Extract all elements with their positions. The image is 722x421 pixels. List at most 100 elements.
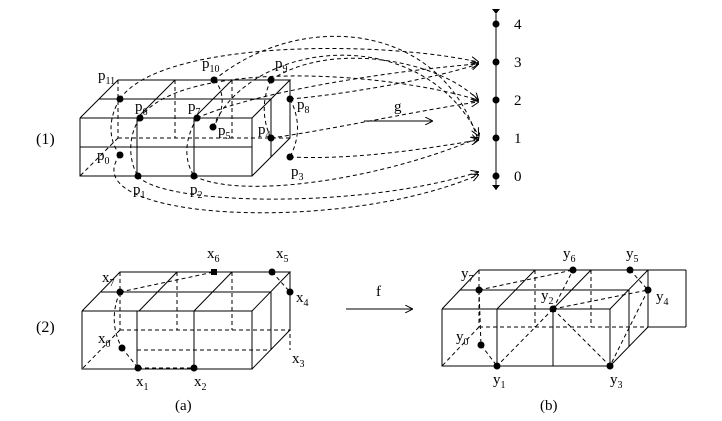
tick-label-0: 0 xyxy=(514,169,522,185)
row2a-points xyxy=(117,269,294,372)
svg-text:x2: x2 xyxy=(194,374,207,393)
label-p11-base: p xyxy=(98,68,106,84)
label-p3-base: p xyxy=(291,164,299,180)
label-y3-sub: 3 xyxy=(618,380,623,391)
panel-label-b: (b) xyxy=(540,398,558,414)
panel-label-a: (a) xyxy=(175,398,192,414)
label-p4-sub: 4 xyxy=(266,130,271,141)
label-p3-sub: 3 xyxy=(299,172,304,183)
label-x3-sub: 3 xyxy=(300,359,305,370)
svg-text:y4: y4 xyxy=(656,289,669,308)
svg-text:y3: y3 xyxy=(610,372,623,391)
point-y0 xyxy=(478,342,485,349)
label-p0-base: p xyxy=(97,148,105,164)
label-p8-base: p xyxy=(297,97,305,113)
svg-text:x1: x1 xyxy=(136,374,149,393)
label-x1-sub: 1 xyxy=(144,382,149,393)
svg-text:p3: p3 xyxy=(291,164,304,183)
point-y5 xyxy=(627,267,634,274)
row2b-labels: y0 y1 y2 y3 y4 y5 y6 y7 xyxy=(456,246,669,391)
label-p7-sub: 7 xyxy=(196,107,201,118)
label-p10-base: p xyxy=(202,56,210,72)
svg-text:p1: p1 xyxy=(133,182,146,201)
label-p11-sub: 11 xyxy=(106,76,116,87)
svg-text:p2: p2 xyxy=(190,182,203,201)
tick-label-1: 1 xyxy=(514,131,522,147)
point-x4 xyxy=(287,289,294,296)
point-x2 xyxy=(191,365,198,372)
point-y7 xyxy=(476,287,483,294)
svg-text:x0: x0 xyxy=(98,331,111,350)
tick-4 xyxy=(493,21,500,28)
point-x7 xyxy=(117,289,124,296)
svg-text:x5: x5 xyxy=(276,246,289,265)
svg-text:p5: p5 xyxy=(218,123,231,142)
label-x4-sub: 4 xyxy=(304,298,309,309)
label-p5-base: p xyxy=(218,123,226,139)
svg-text:x4: x4 xyxy=(296,290,309,309)
row1-loops xyxy=(111,80,298,176)
svg-text:p11: p11 xyxy=(98,68,115,87)
row1-label: (1) xyxy=(36,131,55,148)
number-line: 4 3 2 1 0 xyxy=(493,14,523,190)
svg-text:x7: x7 xyxy=(102,270,115,289)
label-p8-sub: 8 xyxy=(305,105,310,116)
point-x5 xyxy=(269,269,276,276)
label-y7-sub: 7 xyxy=(469,274,474,285)
label-p2-sub: 2 xyxy=(198,190,203,201)
label-p2-base: p xyxy=(190,182,198,198)
label-y4-sub: 4 xyxy=(664,297,669,308)
svg-text:y2: y2 xyxy=(541,288,554,307)
map-g-label: g xyxy=(394,99,402,115)
svg-text:p10: p10 xyxy=(202,56,220,75)
svg-text:x6: x6 xyxy=(207,246,220,265)
tick-label-2: 2 xyxy=(514,93,522,109)
label-p6-base: p xyxy=(135,99,143,115)
svg-text:y6: y6 xyxy=(563,246,576,265)
label-p1-sub: 1 xyxy=(141,190,146,201)
point-y6 xyxy=(570,267,577,274)
point-y4 xyxy=(645,287,652,294)
label-p6-sub: 6 xyxy=(143,107,148,118)
label-x2-sub: 2 xyxy=(202,382,207,393)
svg-text:y5: y5 xyxy=(626,246,639,265)
label-p1-base: p xyxy=(133,182,141,198)
label-x7-sub: 7 xyxy=(110,278,115,289)
label-y1-sub: 1 xyxy=(501,380,506,391)
map-f-label: f xyxy=(376,284,381,300)
tick-2 xyxy=(493,97,500,104)
tick-0 xyxy=(493,173,500,180)
tick-1 xyxy=(493,135,500,142)
row2a-labels: x0 x1 x2 x3 x4 x5 x6 x7 xyxy=(98,246,309,393)
label-p4-base: p xyxy=(258,122,266,138)
tick-3 xyxy=(493,59,500,66)
row1-mapping-arrows xyxy=(114,36,478,212)
row2b-points xyxy=(476,267,652,370)
svg-text:x3: x3 xyxy=(292,351,305,370)
point-y1 xyxy=(494,363,501,370)
label-p10-sub: 10 xyxy=(210,64,220,75)
label-y5-sub: 5 xyxy=(634,254,639,265)
label-y0-sub: 0 xyxy=(464,337,469,348)
label-y6-sub: 6 xyxy=(571,254,576,265)
point-y3 xyxy=(607,363,614,370)
label-x5-sub: 5 xyxy=(284,254,289,265)
label-x0-sub: 0 xyxy=(106,339,111,350)
tick-label-4: 4 xyxy=(514,17,522,33)
tick-label-3: 3 xyxy=(514,55,522,71)
label-x6-sub: 6 xyxy=(215,254,220,265)
svg-text:p0: p0 xyxy=(97,148,110,167)
label-p5-sub: 5 xyxy=(226,131,231,142)
svg-text:p7: p7 xyxy=(188,99,201,118)
point-x0 xyxy=(119,345,126,352)
row1-labels: p0 p1 p2 p3 p4 p5 p6 p7 p8 p9 p10 p11 xyxy=(97,56,310,201)
label-p9-base: p xyxy=(275,56,283,72)
label-p9-sub: 9 xyxy=(283,64,288,75)
label-p7-base: p xyxy=(188,99,196,115)
row2b-box xyxy=(442,270,686,366)
svg-text:y1: y1 xyxy=(493,372,506,391)
point-x6 xyxy=(211,269,217,275)
point-x1 xyxy=(135,365,142,372)
svg-text:p8: p8 xyxy=(297,97,310,116)
